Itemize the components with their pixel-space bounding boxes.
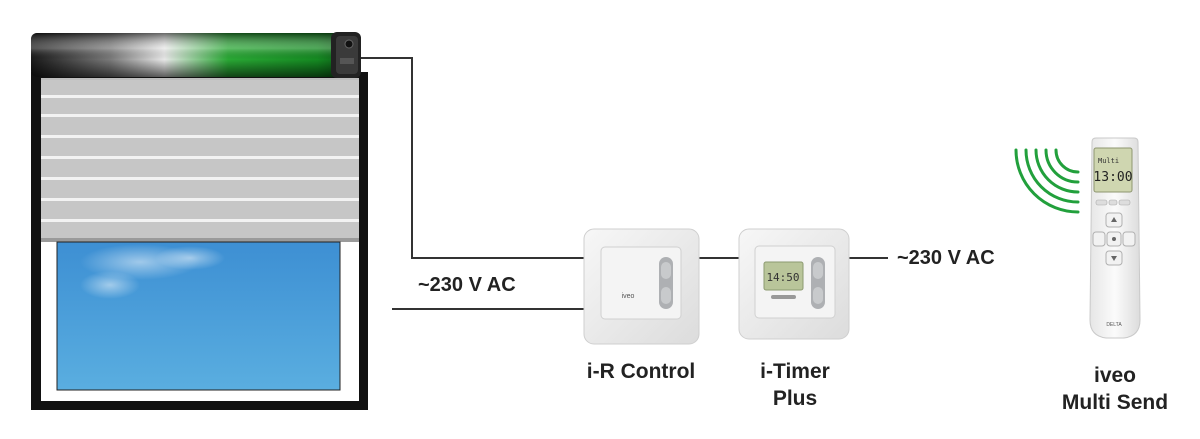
ir-control-device: iveo	[583, 228, 700, 345]
remote-label-line2: Multi Send	[1061, 391, 1169, 414]
i-timer-label-line2: Plus	[772, 387, 818, 410]
motor-tube-icon	[31, 32, 361, 78]
remote-display-line1: Multi	[1098, 157, 1119, 165]
remote-control: Multi 13:00 DELTA	[1089, 137, 1141, 339]
ir-brand-text: iveo	[622, 293, 635, 300]
roller-shutter	[41, 78, 359, 242]
i-timer-device: 14:50	[738, 228, 850, 340]
voltage-label-right: ~230 V AC	[897, 247, 995, 269]
remote-brand-text: DELTA	[1106, 322, 1122, 328]
wiring	[361, 57, 888, 310]
timer-display-text: 14:50	[766, 271, 799, 284]
window-glass	[56, 241, 341, 391]
remote-display-line2: 13:00	[1093, 170, 1132, 185]
radio-waves-icon	[1014, 148, 1080, 214]
voltage-label-left: ~230 V AC	[418, 274, 516, 296]
ir-control-label: i-R Control	[586, 360, 696, 383]
i-timer-label: i-Timer Plus	[725, 358, 865, 412]
motor-wire	[361, 57, 584, 259]
i-timer-label-line1: i-Timer	[760, 360, 830, 383]
remote-label-line1: iveo	[1093, 364, 1137, 387]
remote-label: iveo Multi Send	[1045, 362, 1185, 416]
